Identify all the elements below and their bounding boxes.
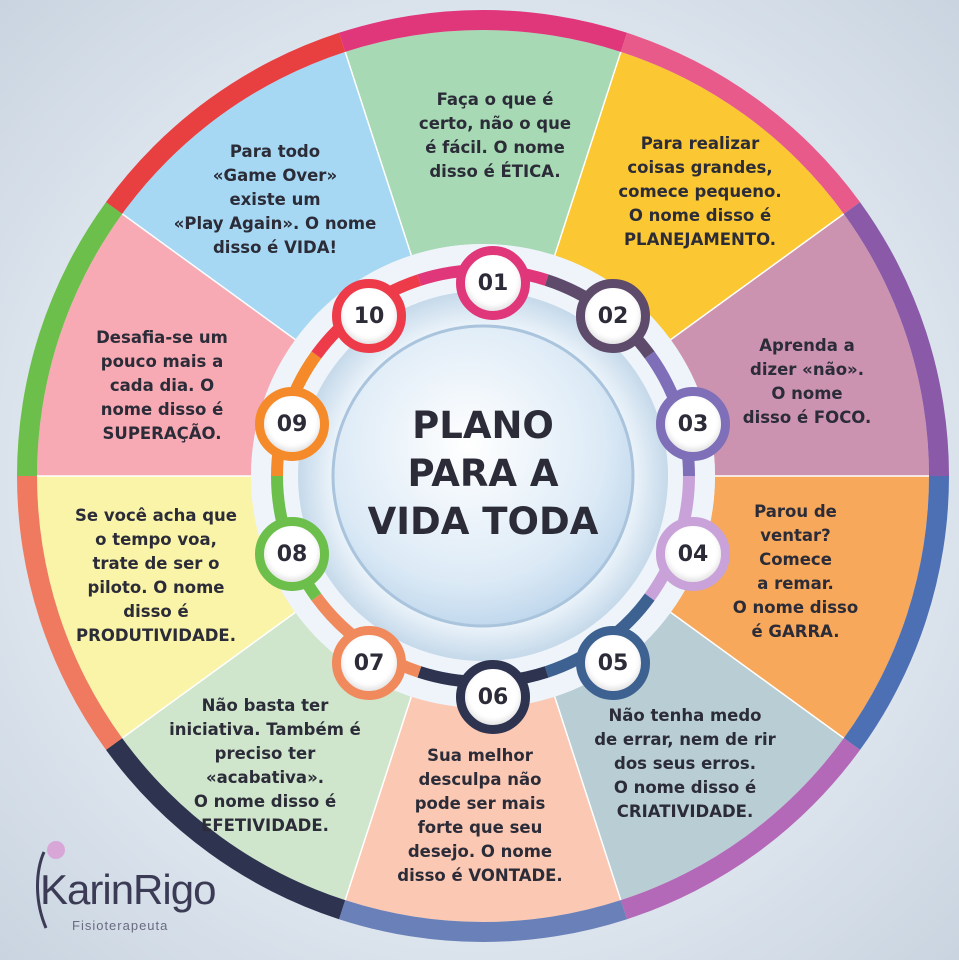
- segment-01: [345, 29, 621, 256]
- number-badge-06: 06: [456, 660, 530, 734]
- outer-ring-arc-07: [105, 738, 346, 920]
- number-badge-03: 03: [656, 387, 730, 461]
- karin-rigo-logo: [36, 841, 65, 929]
- segment-text-03: Aprenda a dizer «não». O nome disso é FO…: [742, 336, 872, 427]
- segment-text-09: Desafia-se um pouco mais a cada dia. O n…: [96, 328, 228, 443]
- number-badge-02: 02: [576, 279, 650, 353]
- segment-text-07: Não basta ter iniciativa. Também é preci…: [169, 696, 361, 835]
- segment-text-05: Não tenha medo de errar, nem de rir dos …: [594, 706, 776, 821]
- number-badge-09: 09: [255, 387, 329, 461]
- segment-divider: [344, 696, 413, 901]
- number-badge-04: 04: [656, 517, 730, 591]
- segment-text-01: Faça o que é certo, não o que é fácil. O…: [418, 90, 572, 181]
- segment-text-02: Para realizar coisas grandes, comece peq…: [618, 134, 782, 249]
- number-badge-01: 01: [456, 246, 530, 320]
- logo-subtitle: Fisioterapeuta: [72, 918, 169, 933]
- number-badge-10: 10: [332, 279, 406, 353]
- logo-name: KarinRigo: [40, 866, 216, 913]
- outer-ring-arc-09: [17, 202, 123, 476]
- segment-text-04: Parou de ventar? Comece a remar. O nome …: [732, 502, 859, 641]
- outer-ring-arc-06: [338, 900, 628, 942]
- inner-ring-arc-05: [544, 593, 655, 678]
- inner-ring-arc-08: [271, 476, 322, 601]
- segment-09: [37, 213, 296, 476]
- segment-04: [670, 476, 929, 739]
- segment-08: [37, 476, 296, 739]
- center-circle: [331, 324, 635, 628]
- inner-ring-arc-04: [644, 476, 695, 601]
- inner-ring-arc-02: [544, 274, 655, 359]
- outer-ring-arc-01: [338, 9, 628, 52]
- number-badge-08: 08: [255, 517, 329, 591]
- segment-divider: [344, 51, 413, 256]
- number-badge-07: 07: [332, 626, 406, 700]
- number-badge-05: 05: [576, 626, 650, 700]
- segment-02: [554, 51, 844, 340]
- segment-text-10: Para todo «Game Over» existe um «Play Ag…: [173, 142, 377, 257]
- segment-text-08: Se você acha que o tempo voa, trate de s…: [75, 506, 237, 645]
- segment-divider: [121, 213, 296, 341]
- center-title: PLANO PARA A VIDA TODA: [367, 404, 599, 543]
- segment-divider: [670, 213, 845, 341]
- outer-ring-arc-05: [620, 738, 861, 920]
- segment-divider: [553, 51, 622, 256]
- outer-ring-arc-08: [17, 476, 123, 750]
- segment-03: [670, 213, 929, 476]
- segment-divider: [670, 611, 845, 739]
- segment-06: [345, 696, 621, 923]
- outer-ring-arc-04: [843, 476, 949, 750]
- segment-divider: [553, 696, 622, 901]
- outer-ring-arc-02: [620, 32, 861, 214]
- outer-ring-arc-10: [105, 32, 346, 214]
- segment-text-06: Sua melhor desculpa não pode ser mais fo…: [397, 746, 563, 885]
- segment-10: [122, 51, 412, 340]
- outer-ring-arc-03: [843, 202, 949, 476]
- segment-divider: [121, 611, 296, 739]
